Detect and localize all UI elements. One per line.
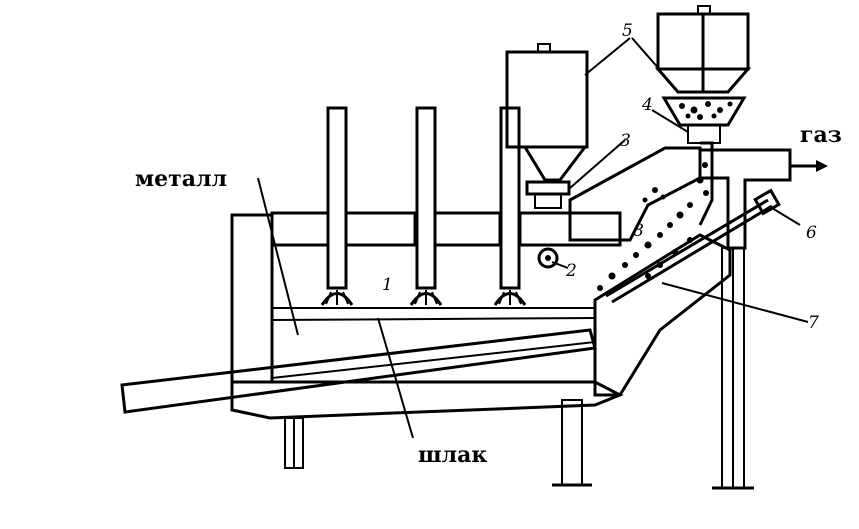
gas-outlet-arrow bbox=[790, 160, 828, 172]
label-n6: 6 bbox=[806, 223, 817, 243]
label-n3: 3 bbox=[620, 131, 631, 151]
roller-2 bbox=[537, 247, 559, 269]
leader-lines bbox=[257, 37, 809, 439]
melt-bath bbox=[271, 307, 596, 380]
label-gas: газ bbox=[800, 122, 842, 148]
lance-3 bbox=[493, 106, 527, 306]
lance-1 bbox=[320, 106, 354, 306]
label-n5: 5 bbox=[622, 21, 633, 41]
label-n8: 8 bbox=[633, 221, 644, 241]
label-n7: 7 bbox=[808, 313, 819, 333]
tuyere-6 bbox=[605, 188, 781, 304]
label-n2: 2 bbox=[565, 261, 577, 281]
furnace-supports bbox=[284, 247, 754, 490]
label-metal: металл bbox=[135, 166, 227, 192]
lance-2 bbox=[409, 106, 443, 306]
bunker-left bbox=[505, 43, 589, 269]
bunker-twin bbox=[654, 5, 752, 226]
label-slag: шлак bbox=[418, 442, 487, 468]
label-n1: 1 bbox=[382, 275, 393, 295]
label-n4: 4 bbox=[641, 95, 653, 115]
